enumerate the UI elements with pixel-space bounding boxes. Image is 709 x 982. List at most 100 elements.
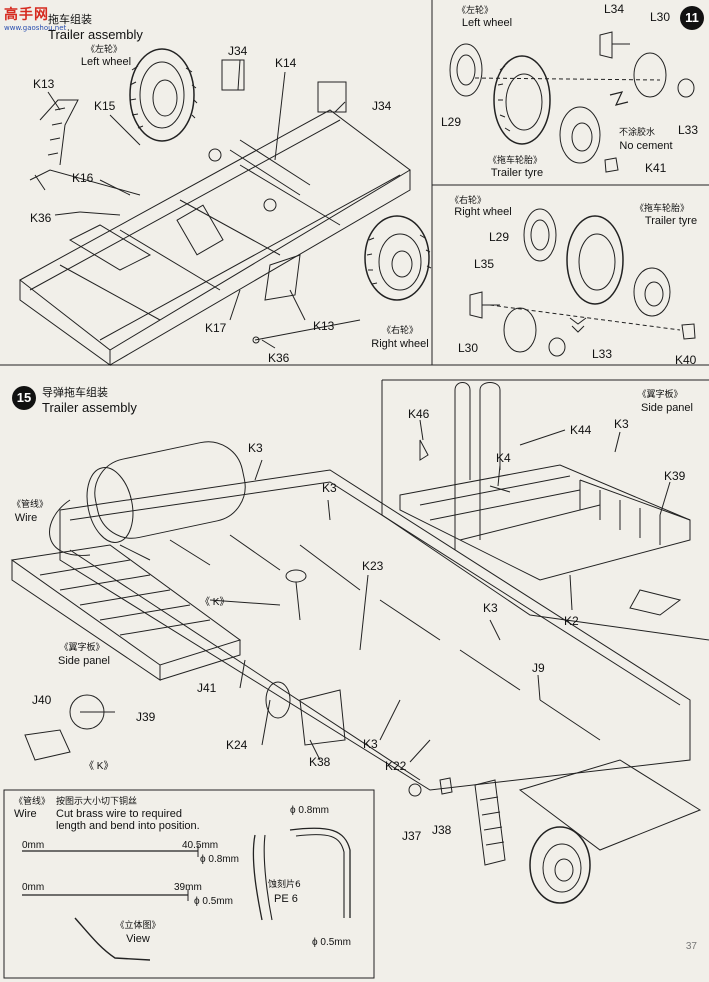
step14-leaders [47,59,346,349]
step15-trailer [10,441,702,904]
step15-wire-cn: 《管线》 [11,500,49,510]
step15-title: 导弹拖车组装 Trailer assembly [42,385,137,415]
step11-badge: 11 [680,6,704,30]
step14-parts [29,59,361,344]
watermark-url: www.gaoshou.net [4,24,67,32]
step14-left-wheel [129,48,198,142]
step11-left-wheel-cn: 《左轮》 [456,6,494,16]
part-k46: K46 [408,407,430,421]
view-label-cn: 《立体图》 [115,921,161,931]
part-j34-right: J34 [372,99,392,113]
wire-box-instruction-en-2: length and bend into position. [56,820,200,832]
step12-tyre-en: Trailer tyre [644,215,698,227]
part-l30-step11: L30 [650,10,671,24]
part-k38: K38 [309,755,331,769]
part-k44: K44 [570,423,592,437]
part-k13-top: K13 [33,77,55,91]
wire-box-title-en: Wire [14,808,37,820]
part-k41: K41 [645,161,667,175]
part-k14: K14 [275,56,297,70]
watermark-brand: 高手网 [4,7,49,23]
wire2-zero-mark: 0mm [22,882,45,893]
step16-leaders [419,419,671,611]
part-k24: K24 [226,738,248,752]
step15-badge: 15 [12,386,36,410]
step15-side-panel-cn: 《翼字板》 [59,643,105,653]
wire-bottom-diameter: ϕ 0.5mm [312,937,351,948]
step15-wire-en: Wire [14,512,38,524]
wire-box-instruction-cn: 按图示大小切下铜丝 [56,797,138,807]
part-l33-step11: L33 [678,123,699,137]
wire1-zero-mark: 0mm [22,840,45,851]
part-j41: J41 [197,681,217,695]
part-k3-c: K3 [483,601,498,615]
step14-right-wheel-cn: 《右轮》 [381,326,419,336]
part-l29-step12: L29 [489,230,510,244]
part-k36-bottom: K36 [268,351,290,365]
part-j9: J9 [532,661,545,675]
step15-title-en: Trailer assembly [42,400,137,415]
wire2-length: 39mm [174,882,202,893]
part-k2: K2 [564,614,579,628]
pe6-label-cn: 蚀刻片6 [268,880,301,890]
divider-step16 [381,380,709,641]
step14-title: 拖车组装 Trailer assembly [48,12,143,42]
step14-title-cn: 拖车组装 [48,13,92,26]
step11-no-cement-en: No cement [619,140,673,152]
wire1-diameter: ϕ 0.8mm [200,854,239,865]
part-k16: K16 [72,171,94,185]
part-k22: K22 [385,759,407,773]
step14-chassis [19,109,411,366]
step12-wheel-exploded [469,208,696,357]
page-number: 37 [685,941,697,952]
part-k3-d: K3 [363,737,378,751]
part-l29-step11: L29 [441,115,462,129]
step15-k-ref-bottom: 《 K》 [84,761,114,772]
part-j38: J38 [432,823,452,837]
pe6-label-en: PE 6 [274,893,298,905]
part-j37: J37 [402,829,422,843]
wire-box-border [3,789,375,979]
part-l35: L35 [474,257,495,271]
part-k36-left: K36 [30,211,52,225]
part-j34-left: J34 [228,44,248,58]
part-j40: J40 [32,693,52,707]
part-l30-step12: L30 [458,341,479,355]
part-k39: K39 [664,469,686,483]
wire-box-instruction-en-1: Cut brass wire to required [56,808,182,820]
part-k3-b: K3 [322,481,337,495]
part-l33-step12: L33 [592,347,613,361]
part-k23: K23 [362,559,384,573]
part-k40: K40 [675,353,697,367]
part-l34: L34 [604,2,625,16]
step16-side-panel-cn: 《翼字板》 [637,390,683,400]
step11-wheel-exploded [449,31,695,173]
wire2-diameter: ϕ 0.5mm [194,896,233,907]
step15-k-ref-top: 《 K》 [200,597,230,608]
wire-box-title-cn: 《管线》 [14,797,51,807]
step11-left-wheel-en: Left wheel [461,17,513,29]
wire1-length: 40.5mm [182,840,219,851]
part-k13-bottom: K13 [313,319,335,333]
step14-left-wheel-cn: 《左轮》 [85,45,123,55]
step14-left-wheel-en: Left wheel [80,56,132,68]
step14-right-wheel [364,215,432,301]
part-k3-step16: K3 [614,417,629,431]
step12-right-wheel-en: Right wheel [454,206,512,218]
part-j39: J39 [136,710,156,724]
step12-tyre-cn: 《拖车轮胎》 [634,204,690,214]
part-k4: K4 [496,451,511,465]
step14-title-en: Trailer assembly [48,27,143,42]
step11-tyre-cn: 《拖车轮胎》 [487,156,543,166]
part-k17: K17 [205,321,227,335]
step14-right-wheel-en: Right wheel [371,338,429,350]
step16-side-panel [399,382,691,616]
step15-title-cn: 导弹拖车组装 [42,386,108,399]
watermark-logo: 高手网 www.gaoshou.net [4,4,66,32]
part-k15: K15 [94,99,116,113]
wire-box-art [22,827,351,961]
step11-no-cement-cn: 不涂胶水 [618,128,656,138]
step15-leaders [24,459,541,797]
